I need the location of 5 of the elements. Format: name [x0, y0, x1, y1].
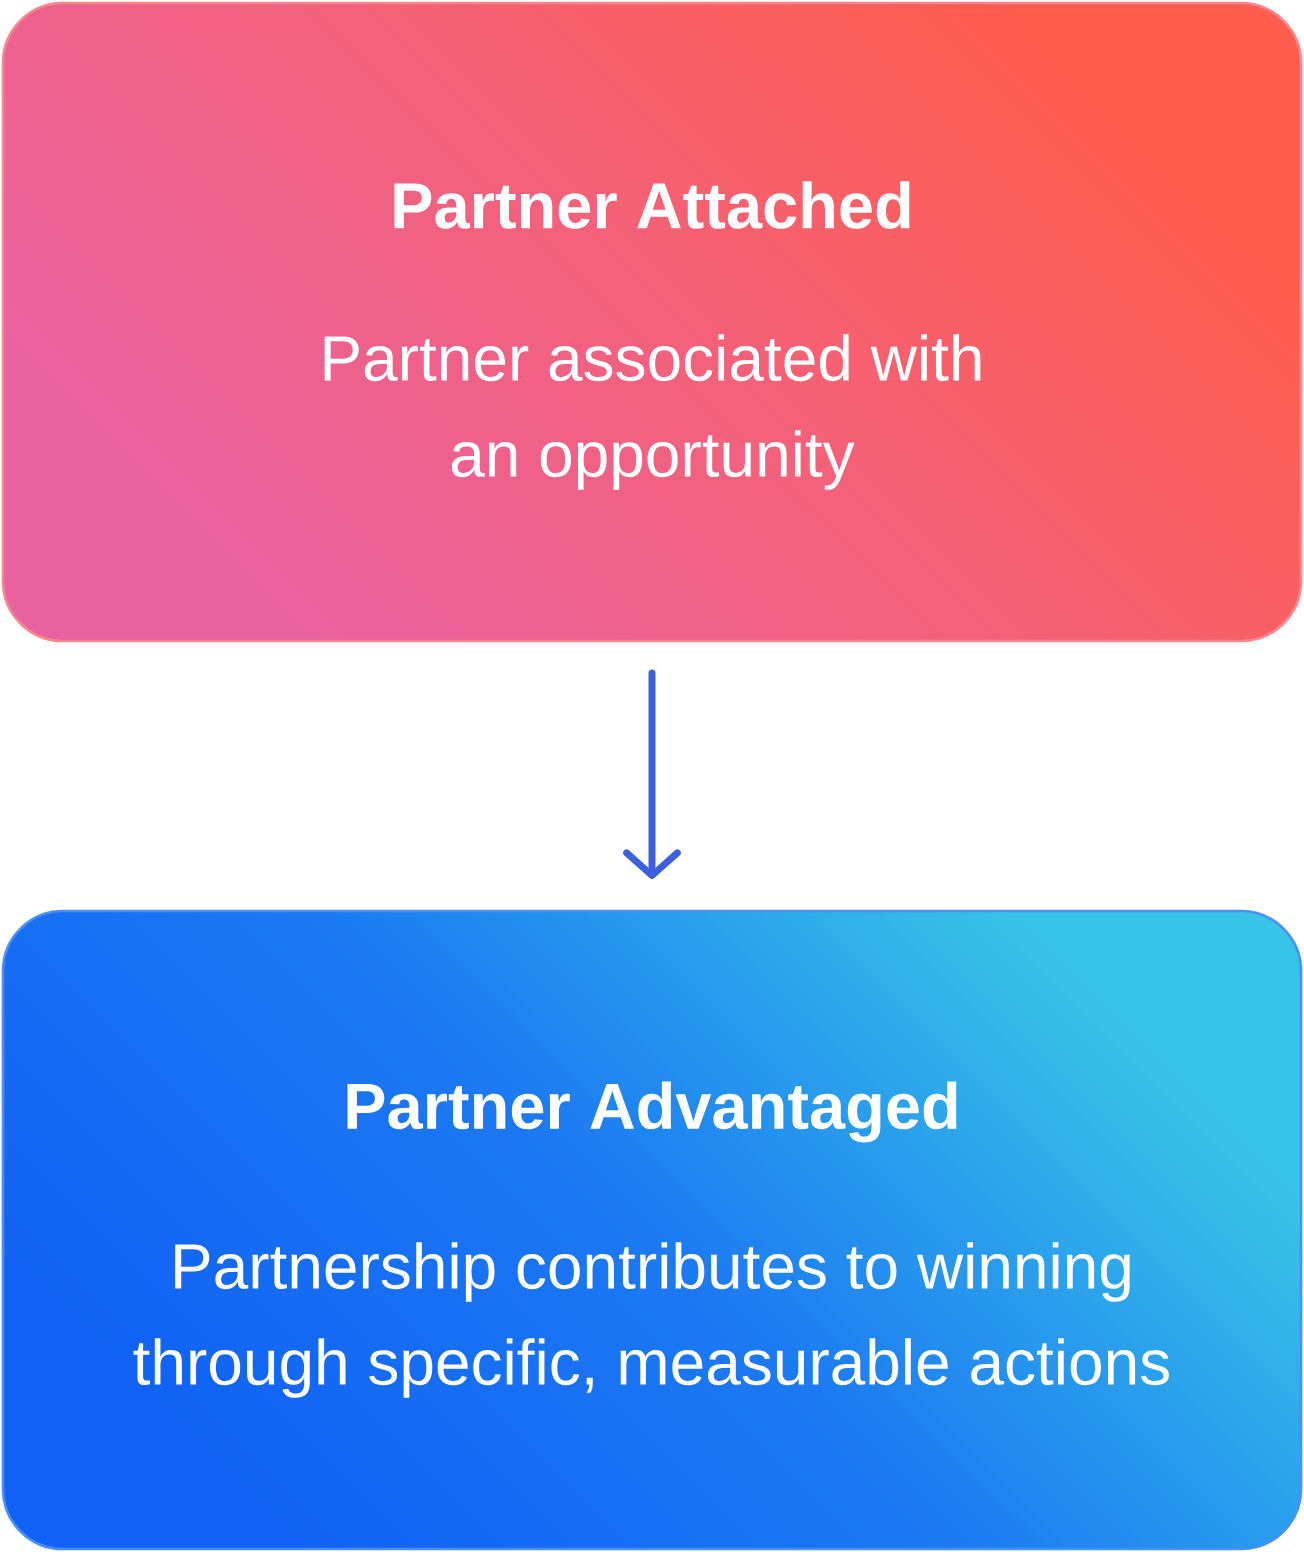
stage-description: Partner associated with an opportunity	[324, 334, 981, 490]
stage-title: Partner Advantaged	[347, 1081, 957, 1143]
arrow	[623, 669, 681, 879]
stage-description: Partnership contributes to winning through specific, measurable actions	[133, 1242, 1169, 1398]
stage-title: Partner Attached	[394, 181, 910, 229]
